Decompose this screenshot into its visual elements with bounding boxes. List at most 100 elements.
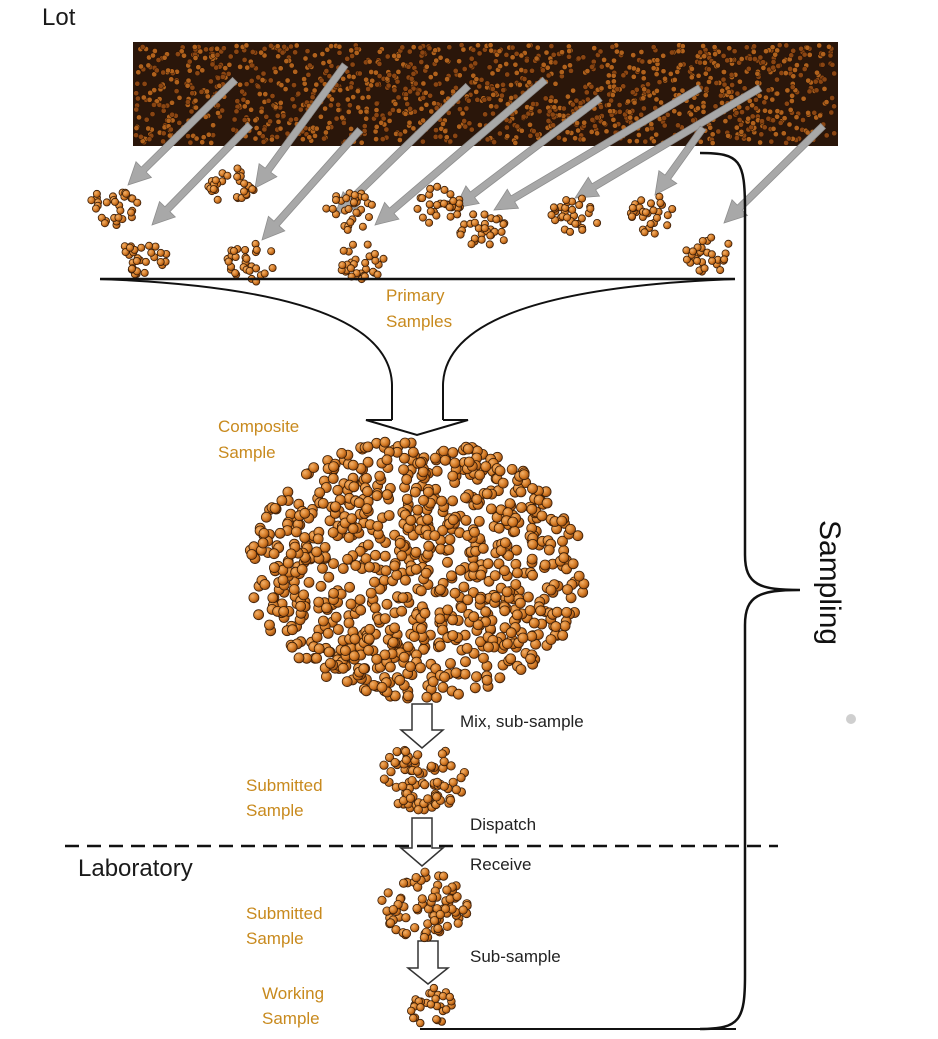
bead (528, 617, 540, 629)
bead (381, 489, 393, 501)
bead (517, 632, 529, 644)
bead (535, 605, 547, 617)
bead (246, 549, 258, 560)
bead (127, 264, 136, 273)
bead (499, 605, 511, 617)
bead (133, 198, 142, 207)
bead (363, 240, 372, 249)
bead (410, 923, 420, 933)
bead (480, 606, 492, 618)
bead (396, 605, 408, 617)
bead (317, 615, 329, 627)
bead (293, 652, 305, 664)
dispatch-label: Dispatch (470, 815, 536, 834)
bead (342, 194, 351, 203)
funnel (99, 278, 736, 437)
lot-label: Lot (42, 4, 76, 31)
bead (468, 611, 480, 623)
bead (440, 185, 449, 194)
bead (447, 614, 459, 626)
bead (394, 674, 406, 686)
bead (233, 172, 242, 181)
bead (545, 584, 557, 596)
bead (399, 437, 411, 449)
bead (365, 587, 377, 599)
bead (389, 560, 401, 572)
bead (453, 688, 464, 700)
bead (361, 258, 370, 267)
submitted-sample-2-label-line2: Sample (246, 929, 304, 948)
bead (290, 526, 302, 538)
sampling-arrow (654, 125, 707, 196)
bead (383, 510, 395, 521)
bead (507, 516, 519, 528)
bead (450, 667, 462, 679)
bead (511, 544, 522, 556)
bead (398, 781, 408, 791)
bead (439, 454, 451, 466)
sampling-arrow (127, 76, 239, 186)
bead (442, 921, 452, 932)
bead (346, 264, 355, 273)
bead (432, 211, 441, 220)
bead (499, 220, 508, 229)
bead (371, 256, 380, 265)
bead (387, 637, 399, 648)
bead (364, 623, 376, 635)
bead (384, 661, 396, 673)
bead (401, 746, 411, 757)
bead (348, 240, 357, 249)
bead (328, 587, 340, 599)
bead (400, 574, 411, 586)
sampling-label: Sampling (813, 520, 846, 645)
bead (288, 584, 300, 595)
bead (426, 207, 435, 216)
bead (323, 571, 335, 583)
bead (445, 203, 454, 212)
bead (452, 891, 462, 902)
bead (431, 994, 440, 1003)
bead (480, 461, 492, 473)
bead (391, 569, 403, 581)
bead (209, 185, 218, 194)
bead (668, 204, 677, 213)
bead (439, 199, 448, 208)
bead (344, 204, 353, 213)
bead (401, 913, 411, 923)
bead (116, 206, 125, 215)
bead (276, 495, 288, 507)
bead (499, 565, 510, 577)
bead (453, 918, 463, 928)
bead (471, 493, 483, 505)
bead (371, 653, 383, 665)
bead (418, 213, 427, 222)
sampling-arrow (723, 122, 826, 224)
bead (231, 269, 240, 278)
bead (145, 241, 154, 250)
bead (299, 532, 311, 543)
bead (509, 526, 521, 537)
bead (346, 513, 358, 524)
bead (373, 270, 382, 279)
bead (469, 210, 478, 219)
receive-label: Receive (470, 855, 531, 874)
bead (577, 214, 586, 223)
bead (362, 539, 374, 551)
bead (332, 624, 344, 635)
bead (438, 871, 449, 881)
bead (388, 904, 398, 915)
bead (707, 233, 716, 242)
bead (401, 493, 413, 505)
bead (147, 248, 156, 257)
bead (641, 208, 650, 217)
bead (716, 266, 725, 275)
mix-subsample-label: Mix, sub-sample (460, 712, 584, 731)
bead (337, 662, 349, 674)
bead (565, 523, 576, 535)
bead (432, 777, 442, 788)
bead (420, 867, 430, 877)
bead (328, 204, 337, 213)
bead (343, 225, 352, 234)
bead (435, 909, 445, 920)
bead (501, 638, 513, 650)
